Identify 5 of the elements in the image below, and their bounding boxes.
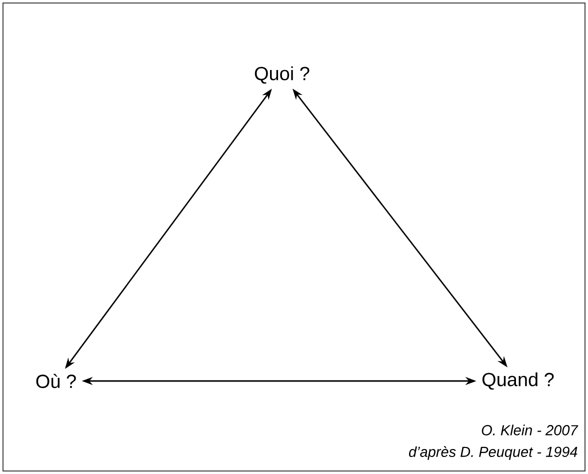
node-label: Où ? xyxy=(36,374,76,388)
node-label: Quand ? xyxy=(482,372,554,390)
node-label: Quoi ? xyxy=(254,66,310,84)
credit-note: d’après D. Peuquet - 1994 xyxy=(409,446,578,460)
credit-note: O. Klein - 2007 xyxy=(482,424,578,436)
